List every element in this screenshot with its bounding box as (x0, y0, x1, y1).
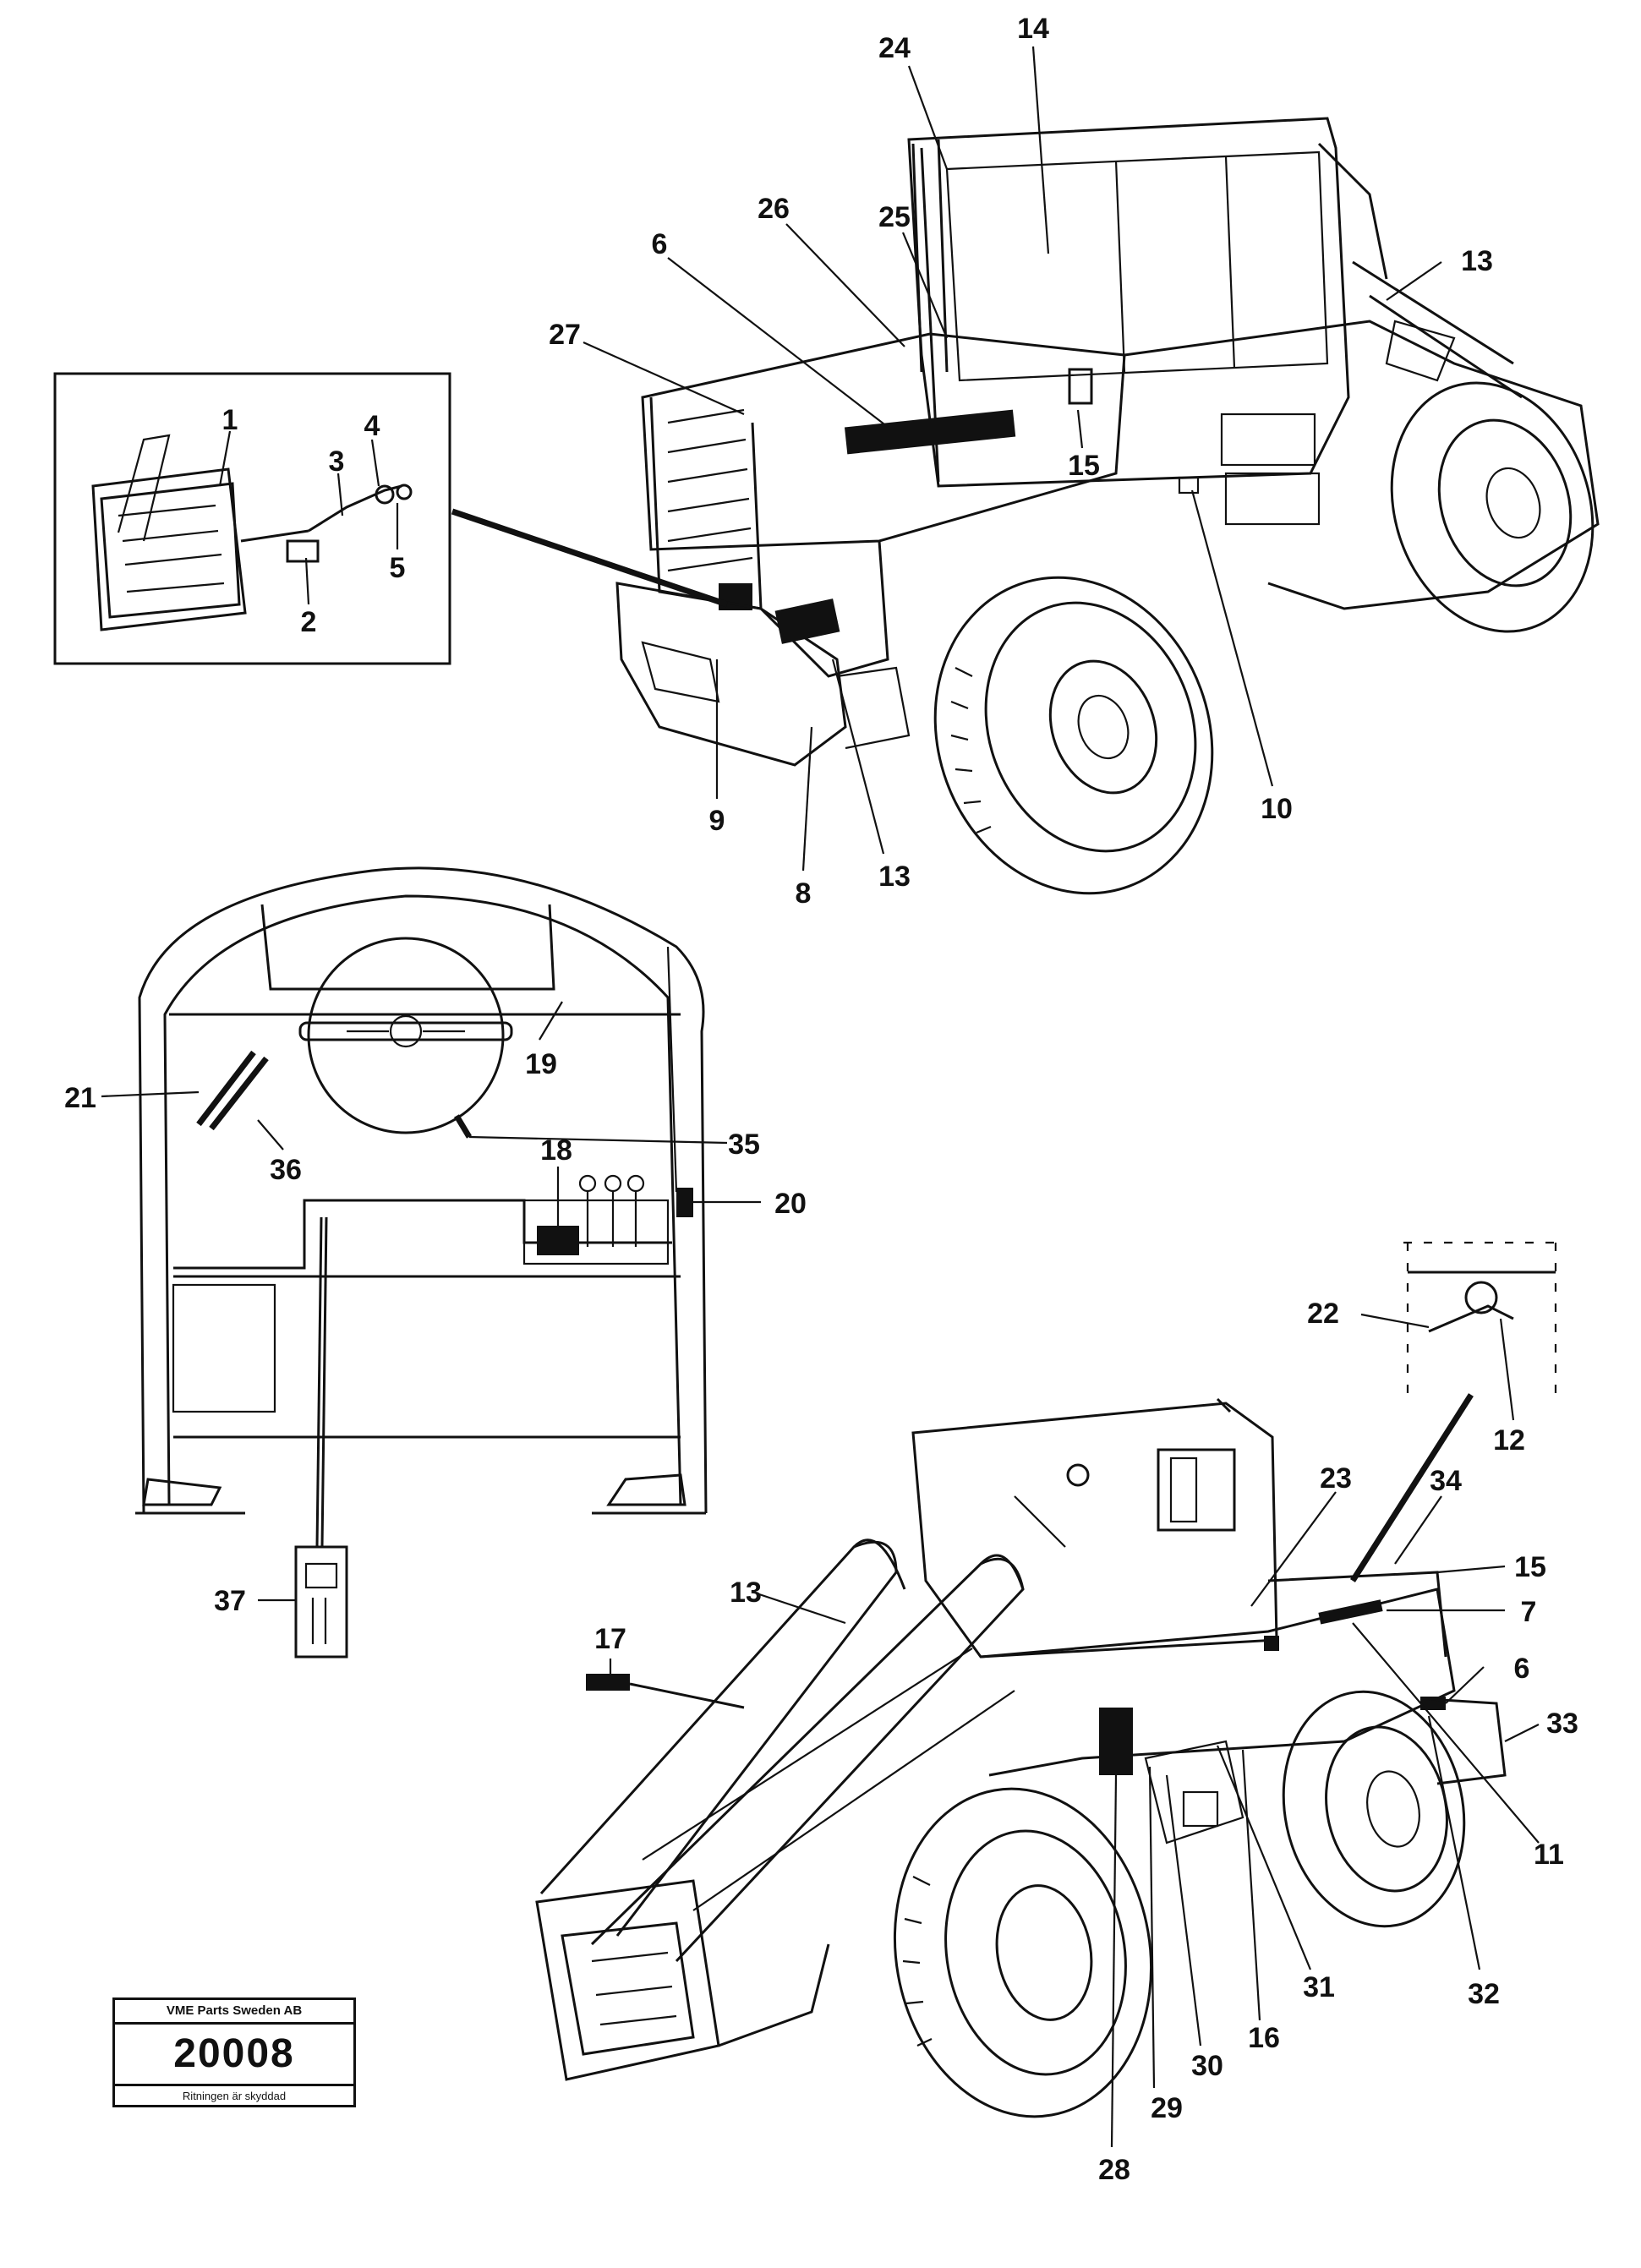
drawing-stamp: VME Parts Sweden AB 20008 Ritningen är s… (112, 1997, 356, 2107)
callout-15: 15 (1068, 450, 1100, 482)
callout-13: 13 (878, 861, 911, 893)
callout-26: 26 (758, 193, 790, 225)
callout-37: 37 (214, 1585, 246, 1617)
callout-8: 8 (796, 877, 812, 910)
callout-25: 25 (878, 201, 911, 233)
callout-13: 13 (1461, 245, 1493, 277)
callout-6: 6 (1514, 1653, 1530, 1685)
callout-34: 34 (1430, 1465, 1462, 1497)
callout-numbers: 24 14 26 25 6 13 27 15 1 4 3 5 2 9 8 13 … (64, 13, 1578, 2186)
stamp-footer: Ritningen är skyddad (115, 2084, 353, 2108)
callout-29: 29 (1151, 2092, 1183, 2124)
callout-36: 36 (270, 1154, 302, 1186)
callout-22: 22 (1307, 1298, 1339, 1330)
callout-1: 1 (222, 404, 238, 436)
stamp-header: VME Parts Sweden AB (115, 2000, 353, 2025)
callout-4: 4 (364, 410, 380, 442)
callout-16: 16 (1248, 2022, 1280, 2054)
callout-18: 18 (540, 1134, 572, 1167)
callout-3: 3 (329, 445, 345, 478)
callout-6: 6 (652, 228, 668, 260)
detail-22-12 (1350, 1241, 1557, 1582)
callout-27: 27 (549, 319, 581, 351)
callout-23: 23 (1320, 1462, 1352, 1495)
callout-14: 14 (1017, 13, 1049, 45)
stamp-code: 20008 (173, 2031, 295, 2076)
callout-2: 2 (301, 606, 317, 638)
callout-19: 19 (525, 1048, 557, 1080)
callout-33: 33 (1546, 1708, 1578, 1740)
callout-21: 21 (64, 1082, 96, 1114)
rear-view-machine (451, 46, 1600, 895)
front-view-machine (535, 1397, 1540, 2148)
callout-9: 9 (709, 805, 725, 837)
callout-32: 32 (1468, 1978, 1500, 2010)
callout-5: 5 (390, 552, 406, 584)
callout-30: 30 (1191, 2050, 1223, 2082)
inset-detail (53, 372, 451, 665)
callout-35: 35 (728, 1129, 760, 1161)
callout-12: 12 (1493, 1424, 1525, 1456)
callout-28: 28 (1098, 2154, 1130, 2186)
cab-interior-view (101, 866, 761, 1659)
callout-11: 11 (1534, 1839, 1564, 1871)
callout-20: 20 (774, 1188, 807, 1220)
callout-13: 13 (730, 1577, 762, 1609)
callout-24: 24 (878, 32, 911, 64)
callout-10: 10 (1261, 793, 1293, 825)
callout-15: 15 (1514, 1551, 1546, 1583)
callout-17: 17 (594, 1623, 626, 1655)
callout-31: 31 (1303, 1971, 1335, 2003)
callout-7: 7 (1521, 1596, 1537, 1628)
